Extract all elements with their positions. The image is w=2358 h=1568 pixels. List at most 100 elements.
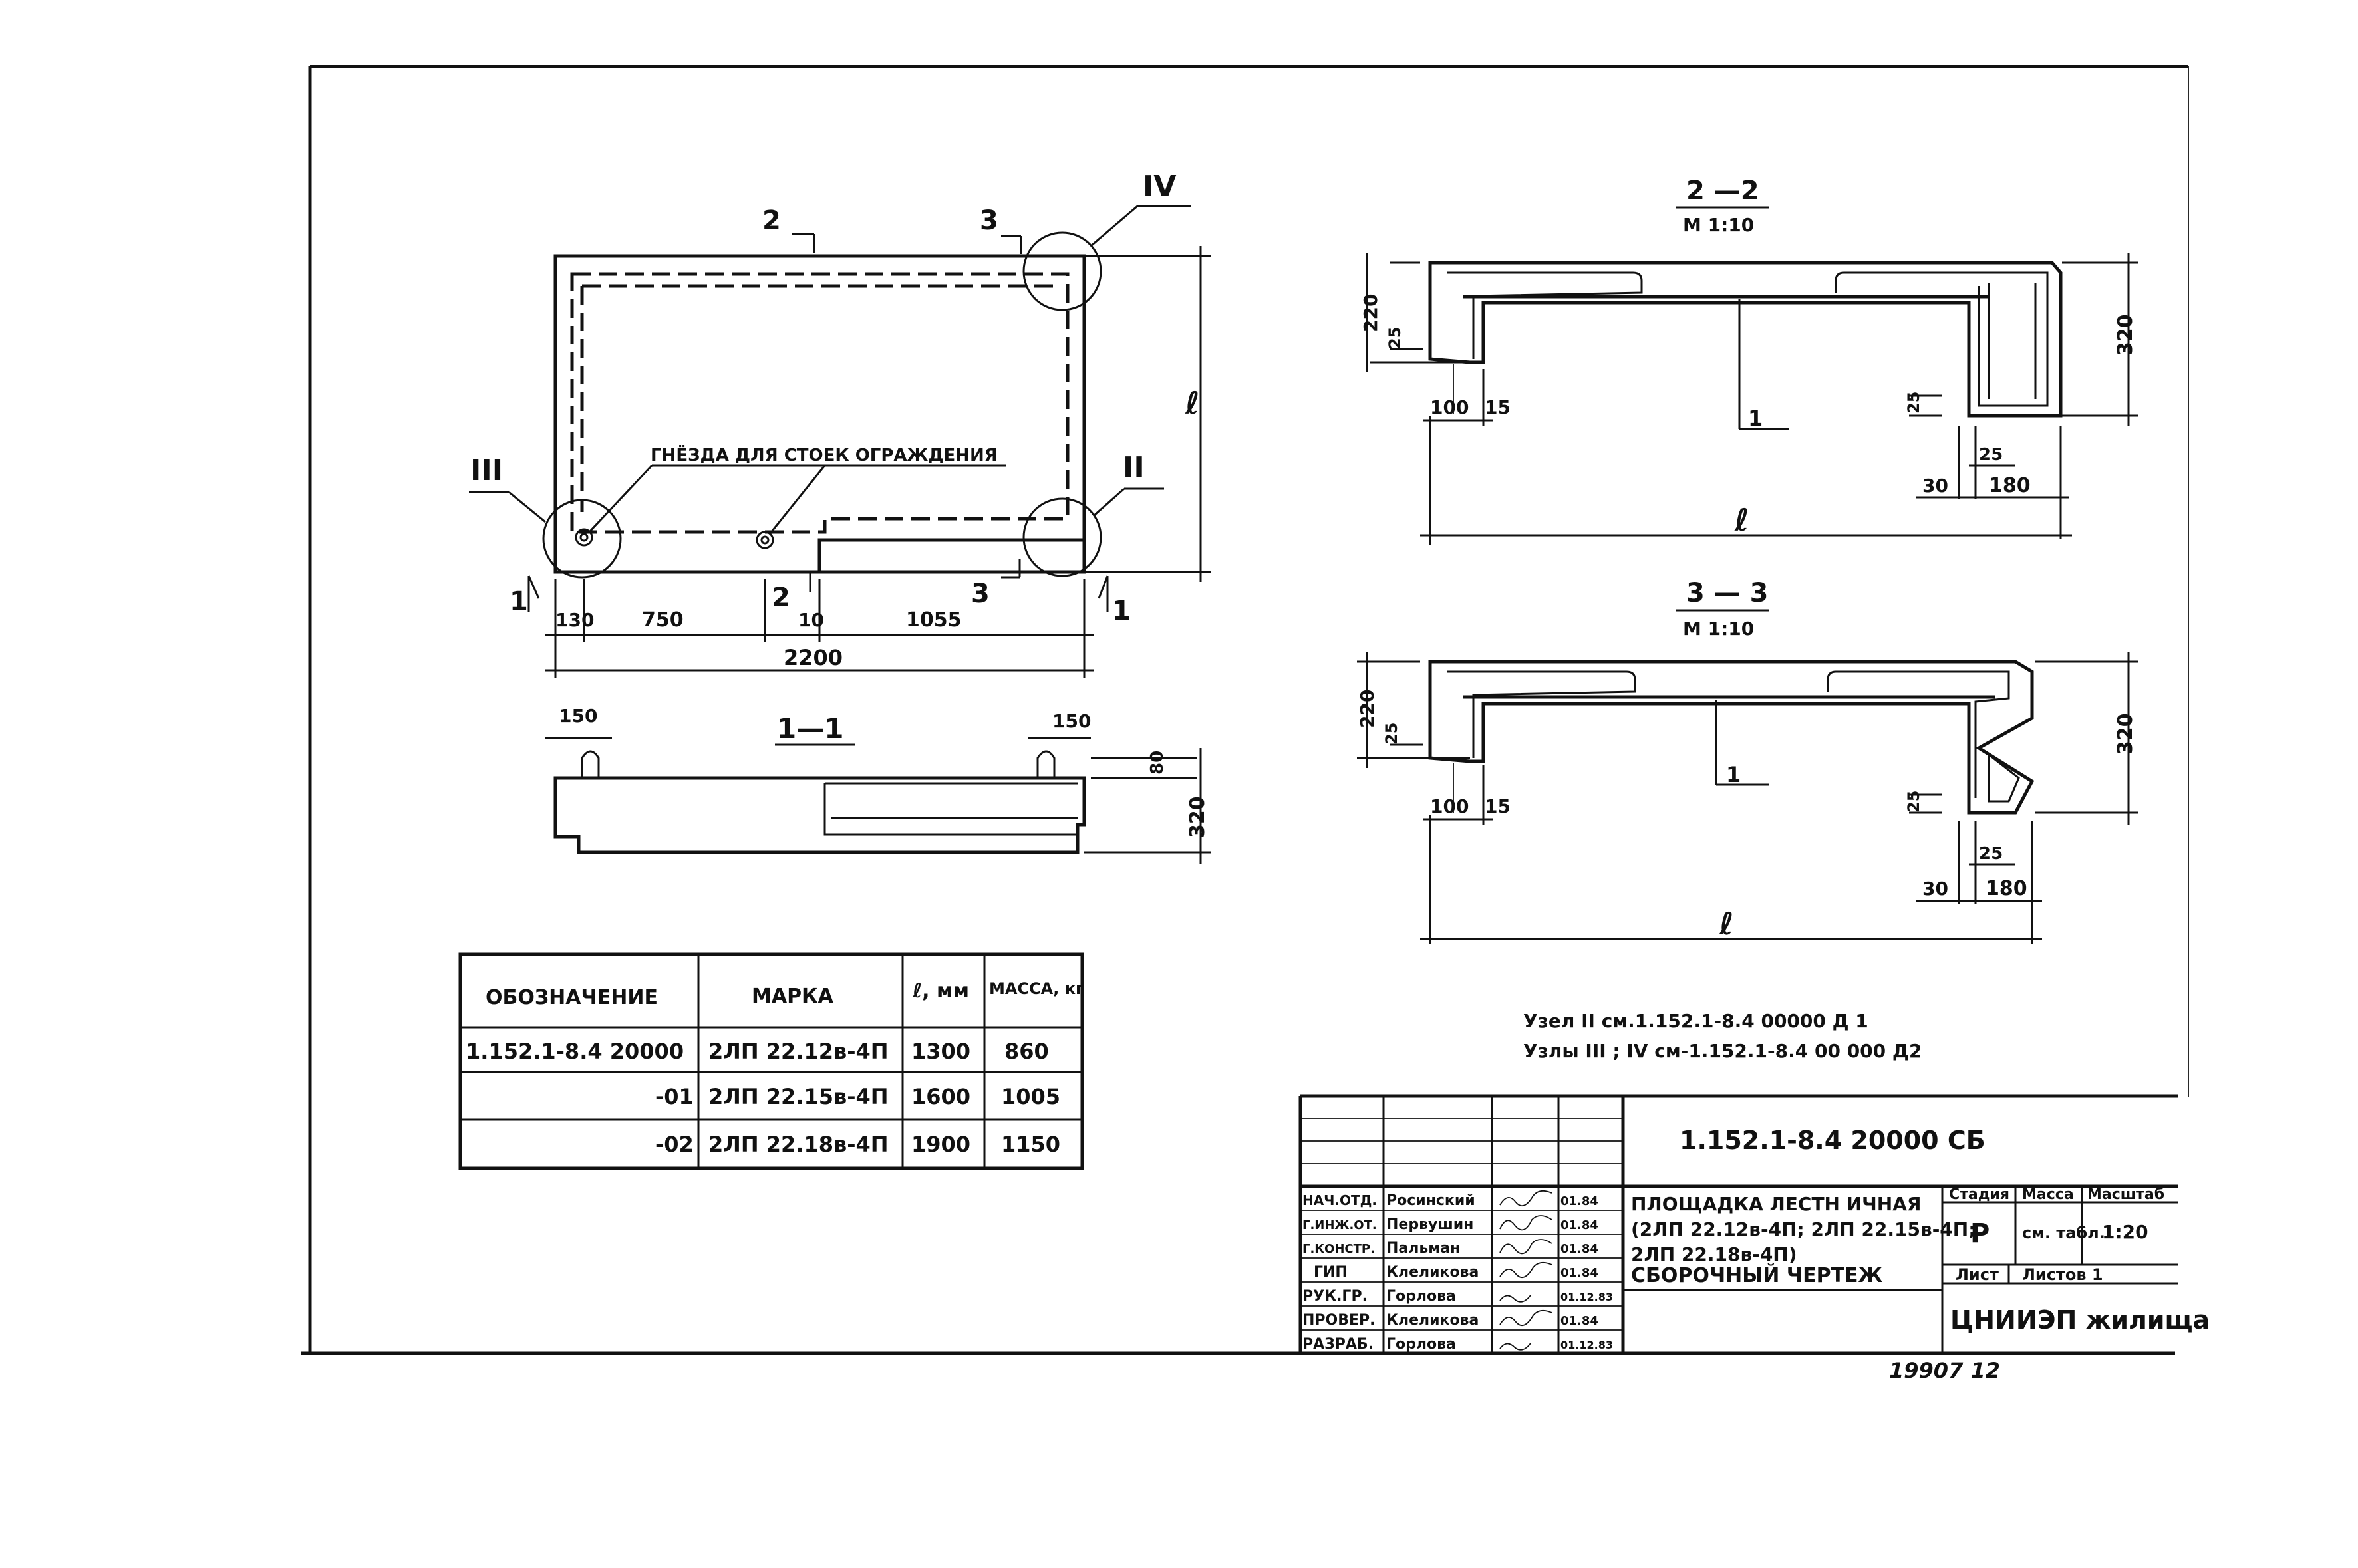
svg-text:Г.ИНЖ.ОТ.: Г.ИНЖ.ОТ. xyxy=(1302,1218,1377,1232)
post-hole-left xyxy=(575,528,593,547)
header-mass: МАССА, кг xyxy=(989,980,1084,998)
svg-text:РУК.ГР.: РУК.ГР. xyxy=(1302,1288,1368,1305)
org-name: ЦНИИЭП жилища xyxy=(1950,1305,2210,1335)
section-2-2-title: 2 —2 xyxy=(1686,176,1759,206)
note-node-ii: Узел II см.1.152.1-8.4 00000 Д 1 xyxy=(1523,1010,1868,1032)
table-cell: 1900 xyxy=(911,1132,970,1157)
section-3-3-title: 3 — 3 xyxy=(1686,578,1769,608)
post-hole-middle xyxy=(756,531,774,549)
plan-length-symbol: ℓ xyxy=(1185,385,1200,421)
table-cell: 1300 xyxy=(911,1039,970,1064)
cut-1-right: 1 xyxy=(1112,596,1131,626)
svg-text:130: 130 xyxy=(555,609,594,631)
sheet-number: 19907 12 xyxy=(1889,1358,2000,1383)
svg-text:Клеликова: Клеликова xyxy=(1386,1312,1479,1329)
svg-text:15: 15 xyxy=(1485,396,1511,418)
header-mark: МАРКА xyxy=(752,985,834,1008)
svg-text:25: 25 xyxy=(1904,791,1923,813)
svg-text:150: 150 xyxy=(559,705,597,727)
svg-text:2200: 2200 xyxy=(784,645,843,670)
plan-view: ГНЁЗДА ДЛЯ СТОЕК ОГРАЖДЕНИЯ III II IV 2 … xyxy=(469,170,1211,678)
svg-text:80: 80 xyxy=(1147,751,1167,775)
svg-text:25: 25 xyxy=(1979,445,2003,465)
svg-text:25: 25 xyxy=(1904,392,1923,414)
section-3-3-length: ℓ xyxy=(1719,906,1734,942)
title-name-2: (2ЛП 22.12в-4П; 2ЛП 22.15в-4П; xyxy=(1631,1218,1976,1240)
svg-text:180: 180 xyxy=(1986,877,2027,900)
signature xyxy=(1499,1309,1552,1327)
svg-text:Первушин: Первушин xyxy=(1386,1216,1473,1233)
node-ii-label: II xyxy=(1123,451,1145,485)
header-length: ℓ, мм xyxy=(912,980,969,1003)
section-2-2: 2 —2 М 1:10 1 220 25 100 15 320 25 25 xyxy=(1360,176,2138,545)
table-cell: -02 xyxy=(655,1132,694,1157)
svg-text:1:20: 1:20 xyxy=(2102,1221,2148,1243)
header-designation: ОБОЗНАЧЕНИЕ xyxy=(486,986,658,1009)
section-3-3: 3 — 3 М 1:10 1 220 25 100 15 320 25 25 xyxy=(1356,578,2138,944)
svg-text:Росинский: Росинский xyxy=(1386,1192,1475,1209)
hole-label: ГНЁЗДА ДЛЯ СТОЕК ОГРАЖДЕНИЯ xyxy=(651,444,998,465)
table-cell: 2ЛП 22.15в-4П xyxy=(708,1084,889,1109)
svg-text:320: 320 xyxy=(2114,314,2137,356)
svg-text:01.84: 01.84 xyxy=(1560,1218,1598,1232)
section-2-2-scale: М 1:10 xyxy=(1683,214,1754,236)
svg-text:1055: 1055 xyxy=(906,608,962,632)
section-1-1-outline xyxy=(553,776,1086,854)
signature xyxy=(1499,1215,1552,1231)
svg-text:01.84: 01.84 xyxy=(1560,1266,1598,1280)
section-3-3-outline xyxy=(1428,660,2035,815)
svg-text:Масштаб: Масштаб xyxy=(2087,1186,2164,1203)
section-1-1-title: 1—1 xyxy=(777,712,843,745)
svg-text:Стадия: Стадия xyxy=(1949,1186,2009,1203)
signature xyxy=(1499,1239,1552,1255)
svg-text:01.84: 01.84 xyxy=(1560,1242,1598,1256)
svg-text:Горлова: Горлова xyxy=(1386,1288,1456,1305)
svg-text:100: 100 xyxy=(1430,396,1469,418)
svg-text:Г.КОНСТР.: Г.КОНСТР. xyxy=(1302,1242,1375,1256)
svg-text:220: 220 xyxy=(1360,294,1382,332)
svg-text:Горлова: Горлова xyxy=(1386,1336,1456,1353)
svg-text:150: 150 xyxy=(1052,710,1091,732)
svg-text:Пальман: Пальман xyxy=(1386,1240,1460,1257)
slab-outline xyxy=(553,254,1086,574)
svg-text:320: 320 xyxy=(1186,796,1209,838)
svg-text:25: 25 xyxy=(1979,844,2003,864)
svg-text:см. табл.: см. табл. xyxy=(2022,1224,2105,1242)
node-iii-circle xyxy=(542,499,622,579)
node-iii-label: III xyxy=(470,454,503,487)
svg-text:01.84: 01.84 xyxy=(1560,1314,1598,1328)
signature xyxy=(1499,1343,1531,1351)
signature xyxy=(1499,1295,1531,1303)
title-name-1: ПЛОЩАДКА ЛЕСТН ИЧНАЯ xyxy=(1631,1193,1921,1215)
title-name-4: СБОРОЧНЫЙ ЧЕРТЕЖ xyxy=(1631,1263,1883,1287)
node-iv-circle xyxy=(1022,231,1102,311)
svg-text:25: 25 xyxy=(1386,327,1404,349)
title-block: 1.152.1-8.4 20000 СБ ПЛОЩАДКА ЛЕСТН ИЧНА… xyxy=(1298,1094,2210,1353)
title-name-3: 2ЛП 22.18в-4П) xyxy=(1631,1243,1797,1265)
cut-3-top: 3 xyxy=(980,205,998,236)
node-ii-circle xyxy=(1022,497,1102,577)
cut-2-top: 2 xyxy=(762,205,781,236)
svg-text:750: 750 xyxy=(642,608,684,632)
svg-text:220: 220 xyxy=(1356,690,1378,728)
svg-text:1: 1 xyxy=(1748,406,1763,431)
table-cell: 2ЛП 22.12в-4П xyxy=(708,1039,889,1064)
svg-text:30: 30 xyxy=(1922,475,1948,497)
table-cell: 860 xyxy=(1004,1039,1049,1064)
node-iv-label: IV xyxy=(1143,170,1176,203)
cut-2-bottom: 2 xyxy=(772,583,790,613)
table-cell: 1150 xyxy=(1001,1132,1060,1157)
table-cell: 2ЛП 22.18в-4П xyxy=(708,1132,889,1157)
section-1-1: 1—1 150 150 80 320 xyxy=(545,705,1211,864)
section-3-3-scale: М 1:10 xyxy=(1683,618,1754,640)
spec-table: ОБОЗНАЧЕНИЕ МАРКА ℓ, мм МАССА, кг 1.152.… xyxy=(458,952,1084,1170)
svg-text:180: 180 xyxy=(1989,474,2031,497)
svg-text:Листов 1: Листов 1 xyxy=(2022,1265,2103,1284)
slab-step-edge xyxy=(555,538,1084,574)
rebar-frame xyxy=(570,272,1070,534)
table-cell: -01 xyxy=(655,1084,694,1109)
svg-text:ПРОВЕР.: ПРОВЕР. xyxy=(1302,1312,1376,1329)
section-1-1-hole-right xyxy=(1036,750,1056,778)
svg-text:320: 320 xyxy=(2114,713,2137,755)
